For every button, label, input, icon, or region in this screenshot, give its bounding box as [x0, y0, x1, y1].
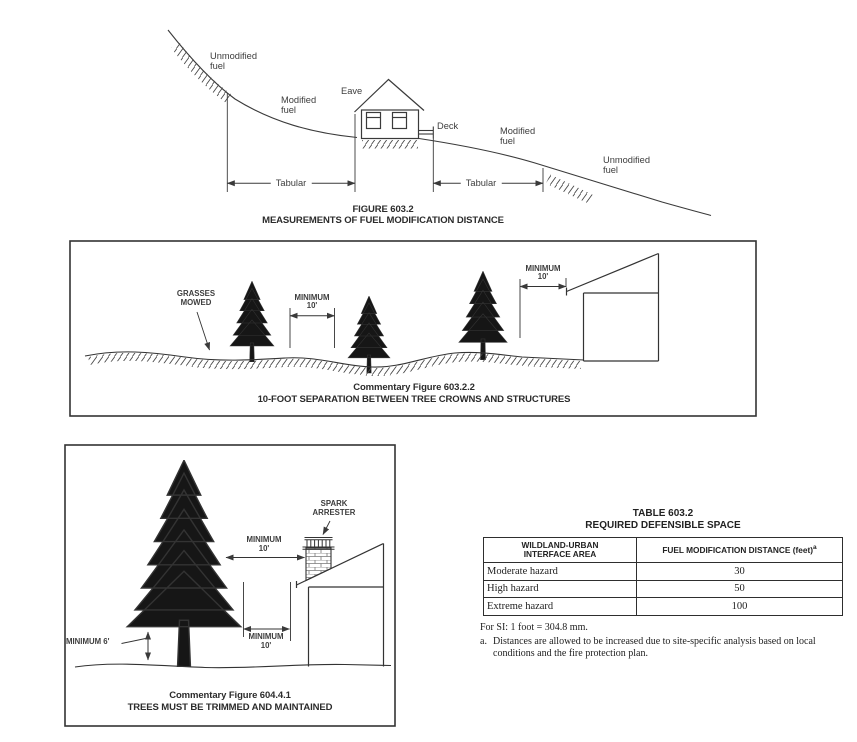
table-row-area: Extreme hazard: [484, 598, 637, 615]
table-footnote-a: a. Distances are allowed to be increased…: [480, 636, 833, 659]
figure-603-2-2-caption-title: 10-FOOT SEPARATION BETWEEN TREE CROWNS A…: [257, 394, 571, 405]
slope-right: [418, 137, 712, 217]
table-row-distance: 30: [637, 563, 842, 581]
label-tabular-right: Tabular: [460, 178, 502, 188]
figure-603-2-art: [167, 29, 712, 217]
figure-604-4-1-art: [64, 444, 396, 727]
table-row-distance: 50: [637, 581, 842, 598]
footnote-marker: a: [813, 543, 817, 551]
house-roof: [354, 78, 425, 113]
spark-arrester-icon: [302, 537, 335, 550]
table-row-distance: 100: [731, 601, 748, 612]
slope-left: [167, 29, 358, 139]
ground-hatch: [88, 352, 582, 377]
table-title-number: TABLE 603.2: [632, 508, 694, 519]
table-footnote-si: For SI: 1 foot = 304.8 mm.: [480, 622, 588, 633]
house-window-right: [391, 111, 408, 130]
label-tabular-left: Tabular: [270, 178, 312, 188]
extension-lines: [226, 93, 544, 192]
table-row-area: Moderate hazard: [484, 563, 637, 581]
dimension-arrows: [145, 554, 305, 661]
dimension-arrows: [289, 283, 567, 319]
tree-icon: [229, 281, 275, 363]
ground-line: [84, 351, 585, 368]
figure-603-2-2-caption-number: Commentary Figure 603.2.2: [353, 382, 475, 393]
ground-line: [74, 663, 392, 669]
figure-604-4-1-caption-title: TREES MUST BE TRIMMED AND MAINTAINED: [127, 702, 333, 713]
ground-hatch-under-house: [362, 140, 418, 149]
house-icon: [354, 78, 425, 140]
table-header-fuel-distance: FUEL MODIFICATION DISTANCE (feet)a: [637, 538, 842, 563]
figure-border: [64, 444, 396, 727]
large-tree-icon: [126, 460, 242, 667]
slope-hatch-lower: [545, 174, 595, 205]
house-window-left: [365, 111, 382, 130]
label-minimum-6: MINIMUM 6': [66, 637, 110, 646]
figure-603-2-caption-title: MEASUREMENTS OF FUEL MODIFICATION DISTAN…: [262, 215, 504, 226]
spark-arrester-arrow: [322, 520, 331, 535]
tree-icon: [347, 296, 391, 374]
label-deck: Deck: [437, 121, 459, 131]
label-eave: Eave: [341, 85, 363, 96]
figure-604-4-1-caption-number: Commentary Figure 604.4.1: [169, 690, 291, 701]
table-footnote-a-mark: a.: [480, 636, 487, 647]
structure-icon: [565, 252, 660, 362]
grasses-arrow: [196, 311, 211, 351]
table-title-text: REQUIRED DEFENSIBLE SPACE: [585, 519, 741, 531]
extension-lines: [289, 278, 567, 348]
tree-icon: [458, 271, 508, 360]
slope-hatch-upper: [171, 41, 233, 103]
table-footnote-a-text: Distances are allowed to be increased du…: [493, 636, 816, 659]
deck-icon: [418, 126, 434, 139]
chimney-icon: [302, 537, 335, 582]
min6-leader-line: [121, 638, 146, 644]
figure-603-2-caption-number: FIGURE 603.2: [352, 204, 414, 215]
table-row-area: High hazard: [484, 580, 637, 598]
figure-603-2-2-art: [69, 240, 757, 417]
house-body: [360, 109, 420, 140]
figure-border: [69, 240, 757, 417]
